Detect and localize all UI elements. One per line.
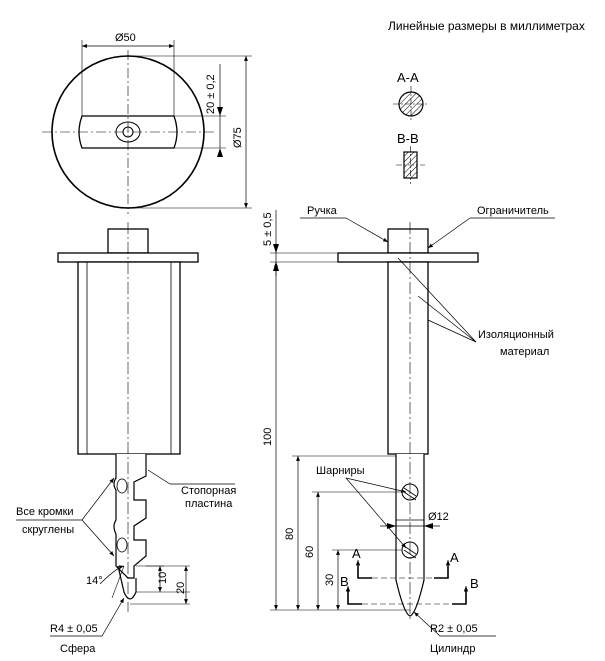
- label-cut-b-left: В: [340, 574, 349, 589]
- left-body: [77, 261, 181, 455]
- left-finger: [113, 454, 147, 579]
- label-dim-80: 80: [284, 528, 296, 540]
- label-dim-30: 30: [324, 574, 336, 586]
- label-limiter: Ограничитель: [477, 205, 549, 217]
- cut-b-right: [452, 590, 467, 605]
- label-cylinder: Цилиндр: [430, 643, 475, 655]
- label-cut-a-right: А: [450, 550, 459, 565]
- left-hinge-2: [116, 537, 128, 553]
- label-stop-plate-1: Стопорная: [181, 485, 236, 497]
- leader-ins-3: [427, 319, 477, 343]
- cut-a-right: [434, 566, 449, 579]
- label-handle: Ручка: [307, 205, 338, 217]
- label-sphere: Сфера: [60, 643, 96, 655]
- leader-r2: [413, 611, 496, 637]
- label-cut-a-left: А: [352, 546, 361, 561]
- units-note: Линейные размеры в миллиметрах: [388, 19, 585, 33]
- left-finger-tip: [117, 565, 137, 600]
- label-d12: Ø12: [428, 511, 449, 523]
- leader-hinges-2: [345, 477, 407, 549]
- leader-ins-1: [397, 257, 477, 343]
- leader-edges-2: [81, 519, 115, 557]
- right-guard: [337, 252, 479, 263]
- leader-handle: [345, 217, 389, 243]
- label-insulation-1: Изоляционный: [478, 329, 554, 341]
- left-hinge-1: [116, 478, 128, 494]
- label-hinges: Шарниры: [316, 465, 365, 477]
- leader-limiter: [427, 217, 471, 249]
- label-20: 20 ± 0,2: [205, 74, 217, 114]
- label-stop-plate-2: пластина: [185, 498, 233, 510]
- section-bb: [396, 146, 425, 184]
- label-dim-60: 60: [304, 546, 316, 558]
- label-dim-5: 5 ± 0,5: [262, 212, 274, 246]
- label-cut-b-right: В: [470, 576, 479, 591]
- leader-r4: [50, 597, 125, 637]
- label-r4: R4 ± 0,05: [50, 623, 98, 635]
- label-d75: Ø75: [232, 127, 244, 148]
- right-hinge-1-slot2: [403, 491, 417, 501]
- label-edges-1: Все кромки: [16, 506, 74, 518]
- label-angle-14: 14°: [86, 575, 103, 587]
- cut-b-left: [347, 590, 362, 605]
- label-r2: R2 ± 0,05: [430, 623, 478, 635]
- cut-a-left: [357, 566, 372, 579]
- angle-arc: [99, 565, 125, 585]
- right-finger: [395, 454, 425, 617]
- leader-ins-2: [417, 295, 477, 343]
- label-dim-100: 100: [262, 428, 274, 446]
- label-dim-20: 20: [175, 582, 187, 594]
- label-d50: Ø50: [115, 32, 136, 44]
- right-handle: [387, 228, 429, 254]
- section-aa: [393, 86, 429, 122]
- left-view: [16, 222, 235, 637]
- right-shaft: [387, 261, 429, 455]
- label-edges-2: скруглены: [22, 524, 74, 536]
- label-dim-10: 10: [157, 572, 169, 584]
- top-view: [42, 40, 252, 214]
- right-view: [270, 210, 555, 637]
- leader-stop-plate: [147, 469, 235, 485]
- section-bb-title: В-В: [397, 131, 419, 146]
- angle-ray: [111, 565, 125, 599]
- label-insulation-2: материал: [500, 346, 549, 358]
- leader-hinges-1: [345, 477, 407, 493]
- section-aa-title: А-А: [397, 70, 419, 85]
